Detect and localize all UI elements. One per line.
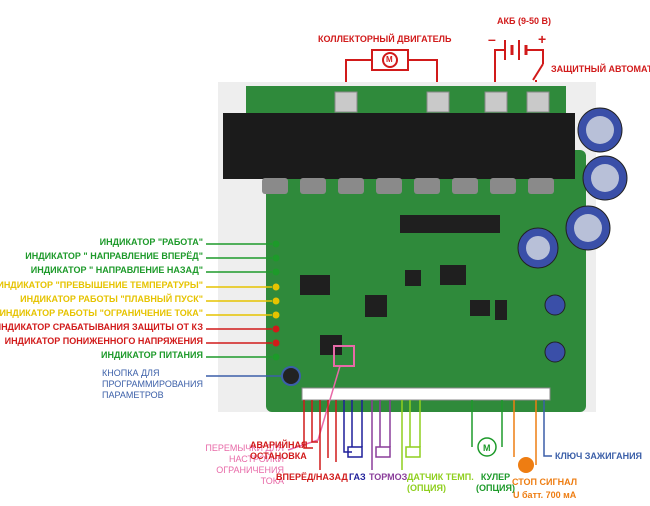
motor-label: КОЛЛЕКТОРНЫЙ ДВИГАТЕЛЬ	[318, 34, 452, 44]
led-column	[272, 240, 280, 361]
indicator-overheat-label: ИНДИКАТОР "ПРЕВЫШЕНИЕ ТЕМПЕРАТУРЫ"	[0, 280, 203, 290]
stop-signal-label: СТОП СИГНАЛ	[512, 477, 578, 487]
motor-symbol	[371, 49, 409, 71]
svg-text:–: –	[488, 31, 496, 47]
ic-chips	[300, 215, 507, 355]
brake-label: ТОРМОЗ	[369, 472, 408, 482]
current-jumpers	[333, 345, 355, 367]
forward-reverse-label: ВПЕРЁД/НАЗАД	[276, 472, 348, 482]
battery-wiring: – +	[488, 31, 546, 95]
power-terminals	[334, 91, 550, 113]
indicator-undervoltage-label: ИНДИКАТОР ПОНИЖЕННОГО НАПРЯЖЕНИЯ	[4, 336, 203, 346]
indicator-shortcircuit-label: ИНДИКАТОР СРАБАТЫВАНИЯ ЗАЩИТЫ ОТ КЗ	[0, 322, 203, 332]
battery-label: АКБ (9-50 В)	[497, 16, 551, 26]
ignition-key-label: КЛЮЧ ЗАЖИГАНИЯ	[555, 451, 643, 461]
stop-signal-sub-label: U батт. 700 мА	[513, 490, 577, 500]
svg-text:+: +	[538, 31, 546, 47]
jumpers-label: ПЕРЕМЫЧКИ ДЛЯ НАСТРОЙКИ ОГРАНИЧЕНИЯ ТОКА	[205, 443, 284, 486]
emergency-stop-label: АВАРИЙНАЯ ОСТАНОВКА	[250, 440, 308, 461]
capacitors	[517, 107, 628, 363]
bottom-wiring	[287, 365, 552, 473]
led-leader-lines	[206, 243, 282, 377]
connector-strip	[301, 387, 551, 401]
cooler-label: КУЛЕР (ОПЦИЯ)	[476, 472, 515, 493]
program-button-label: КНОПКА ДЛЯ ПРОГРАММИРОВАНИЯ ПАРАМЕТРОВ	[102, 368, 203, 400]
indicator-forward-label: ИНДИКАТОР " НАПРАВЛЕНИЕ ВПЕРЁД"	[25, 251, 203, 261]
temp-sensor-label: ДАТЧИК ТЕМП. (ОПЦИЯ)	[407, 472, 474, 493]
indicator-power-label: ИНДИКАТОР ПИТАНИЯ	[101, 350, 203, 360]
cooler-motor-symbol: M	[483, 443, 491, 453]
transistor-row	[262, 178, 554, 194]
indicator-work-label: ИНДИКАТОР "РАБОТА"	[99, 237, 203, 247]
gas-label: ГАЗ	[349, 472, 366, 482]
breaker-label: ЗАЩИТНЫЙ АВТОМАТ	[551, 64, 650, 74]
indicator-reverse-label: ИНДИКАТОР " НАПРАВЛЕНИЕ НАЗАД"	[30, 265, 203, 275]
indicator-currentlimit-label: ИНДИКАТОР РАБОТЫ "ОГРАНИЧЕНИЕ ТОКА"	[0, 308, 203, 318]
program-button	[281, 366, 301, 386]
heatsink	[223, 113, 575, 179]
indicator-softstart-label: ИНДИКАТОР РАБОТЫ "ПЛАВНЫЙ ПУСК"	[20, 294, 203, 304]
pcb-top-strip	[246, 86, 566, 116]
motor-symbol-label: M	[386, 55, 393, 64]
